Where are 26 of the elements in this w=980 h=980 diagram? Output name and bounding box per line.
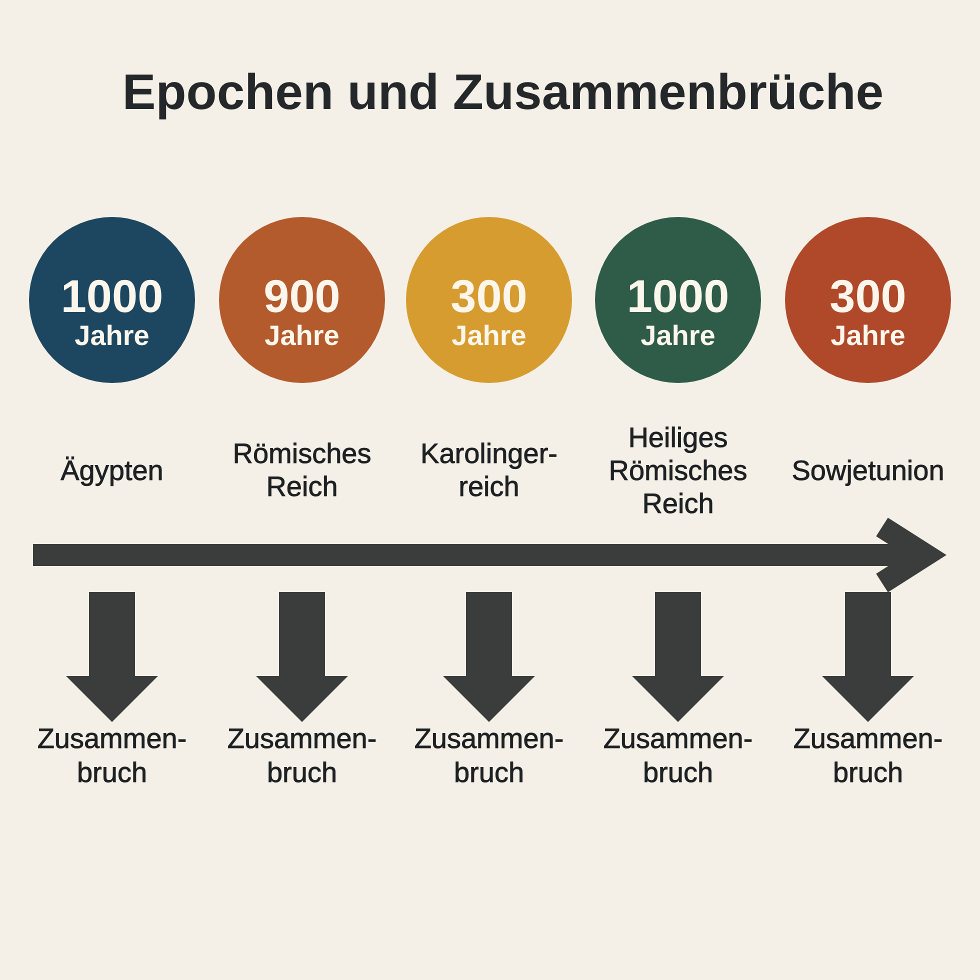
collapse-label: Zusammen- bruch xyxy=(37,722,187,790)
duration-number: 1000 xyxy=(60,272,164,320)
down-arrow xyxy=(66,592,158,722)
epoch-name: Heiliges Römisches Reich xyxy=(608,420,748,520)
duration-number: 1000 xyxy=(626,272,730,320)
duration-unit: Jahre xyxy=(264,320,340,352)
collapse-label: Zusammen- bruch xyxy=(603,722,753,790)
collapse-label: Zusammen- bruch xyxy=(793,722,943,790)
epoch-name: Ägypten xyxy=(60,454,164,486)
epoch-name: Sowjetunion xyxy=(792,454,944,486)
down-arrow xyxy=(256,592,348,722)
duration-number: 900 xyxy=(264,272,340,320)
duration-unit: Jahre xyxy=(830,320,906,352)
collapse-label: Zusammen- bruch xyxy=(227,722,377,790)
down-arrow xyxy=(443,592,535,722)
down-arrow xyxy=(822,592,914,722)
duration-unit: Jahre xyxy=(74,320,150,352)
epoch-name: Römisches Reich xyxy=(232,437,372,503)
diagram-title: Epochen und Zusammenbrüche xyxy=(122,63,884,122)
duration-number: 300 xyxy=(830,272,906,320)
epoch-name: Karolinger- reich xyxy=(420,437,558,503)
duration-unit: Jahre xyxy=(452,320,526,352)
duration-number: 300 xyxy=(450,272,528,320)
down-arrow xyxy=(632,592,724,722)
duration-unit: Jahre xyxy=(640,320,716,352)
collapse-label: Zusammen- bruch xyxy=(414,722,564,790)
